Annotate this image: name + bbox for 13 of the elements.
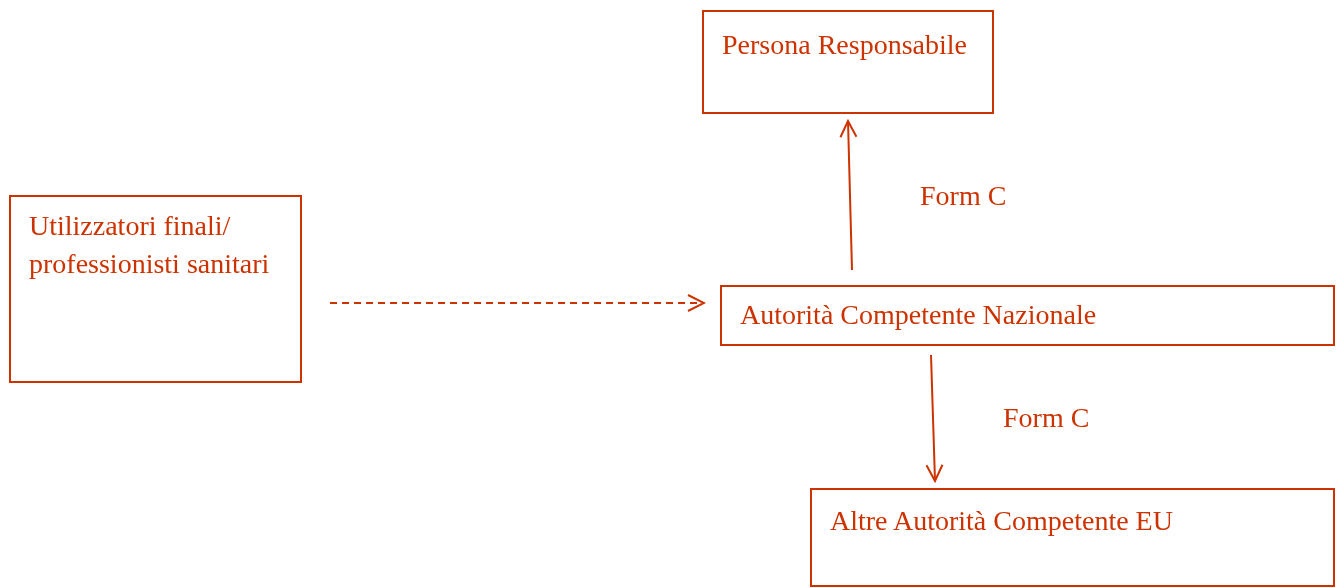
text-box bbox=[810, 488, 1335, 587]
arrow bbox=[839, 120, 858, 271]
node-text: Utilizzatori finali/ professionisti sanitari bbox=[29, 209, 271, 281]
arrow bbox=[925, 354, 944, 482]
node-text: Autorità Competente Nazionale bbox=[740, 298, 1098, 332]
edge-label: Form C bbox=[920, 178, 1007, 213]
text-box bbox=[702, 10, 994, 114]
arrow bbox=[329, 294, 705, 312]
text-box bbox=[720, 285, 1335, 346]
node-text: Persona Responsabile bbox=[722, 28, 968, 62]
text-box bbox=[9, 195, 302, 383]
node-text: Altre Autorità Competente EU bbox=[830, 504, 1174, 538]
edge-label: Form C bbox=[1003, 401, 1090, 435]
